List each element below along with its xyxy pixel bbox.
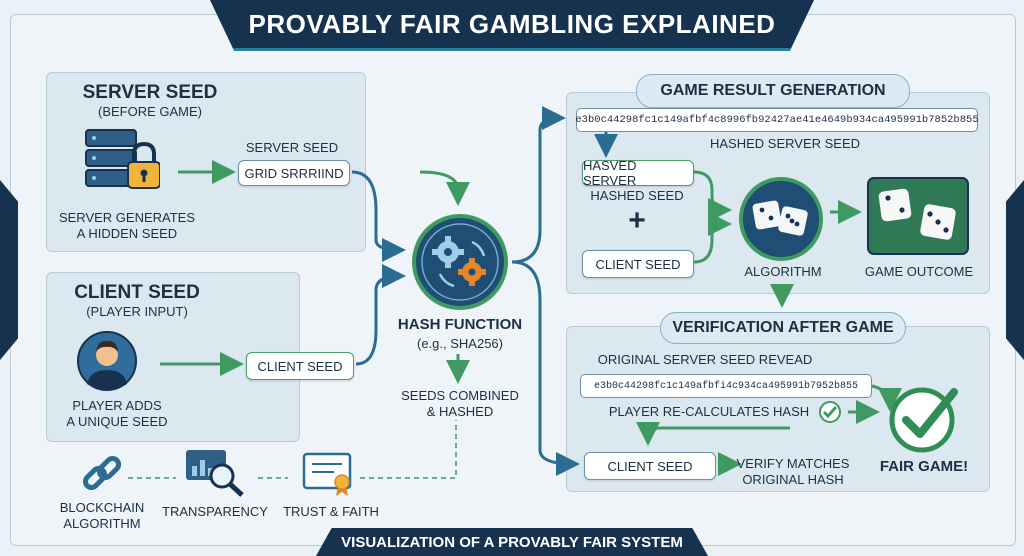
hashed-server-seed-value: e3b0c44298fc1c149afbf4c8996fb92427ae41e4… bbox=[575, 108, 979, 132]
fair-game-check-icon bbox=[888, 380, 964, 456]
client-seed-pill: CLIENT SEED bbox=[246, 352, 354, 380]
original-seed-revealed: ORIGINAL SERVER SEED REVEAD bbox=[597, 352, 813, 367]
seeds-combined-line1: SEEDS COMBINED bbox=[401, 388, 519, 403]
server-seed-subheading: (BEFORE GAME) bbox=[97, 104, 202, 119]
blockchain-label-line1: BLOCKCHAIN bbox=[59, 500, 145, 515]
game-outcome-label: GAME OUTCOME bbox=[864, 264, 974, 279]
blockchain-chain-icon bbox=[80, 452, 124, 496]
verify-matches-line2: ORIGINAL HASH bbox=[742, 472, 844, 487]
algorithm-dice-icon bbox=[738, 176, 824, 262]
verify-matches-line1: VERIFY MATCHES bbox=[736, 456, 850, 471]
footer-caption: VISUALIZATION OF A PROVABLY FAIR SYSTEM bbox=[316, 528, 708, 556]
player-avatar-icon bbox=[76, 330, 138, 392]
hashed-server-seed-caption: HASHED SERVER SEED bbox=[709, 136, 861, 151]
trust-faith-label: TRUST & FAITH bbox=[283, 504, 379, 519]
right-edge-decoration bbox=[1006, 180, 1024, 360]
server-lock-icon bbox=[84, 128, 161, 192]
client-seed-pill-verify: CLIENT SEED bbox=[584, 452, 716, 480]
server-caption-line1: SERVER GENERATES bbox=[58, 210, 196, 225]
server-seed-heading: SERVER SEED bbox=[82, 82, 218, 103]
recalc-check-icon bbox=[818, 400, 842, 424]
client-seed-subheading: (PLAYER INPUT) bbox=[86, 304, 188, 319]
client-caption-line1: PLAYER ADDS bbox=[72, 398, 162, 413]
hash-function-sub: (e.g., SHA256) bbox=[417, 336, 503, 351]
hash-function-label: HASH FUNCTION bbox=[397, 316, 523, 333]
client-caption-line2: A UNIQUE SEED bbox=[66, 414, 168, 429]
plus-sign: + bbox=[628, 204, 646, 237]
recalculates-hash-label: PLAYER RE-CALCULATES HASH bbox=[608, 404, 810, 419]
blockchain-label-line2: ALGORITHM bbox=[63, 516, 141, 531]
page-title: PROVABLY FAIR GAMBLING EXPLAINED bbox=[210, 0, 814, 51]
hash-function-gear-icon bbox=[410, 212, 510, 312]
revealed-seed-value: e3b0c44298fc1c149afbfi4c934ca495991b7952… bbox=[580, 374, 872, 398]
game-outcome-dice-icon bbox=[866, 176, 970, 256]
game-result-heading: GAME RESULT GENERATION bbox=[636, 74, 910, 108]
server-caption-line2: A HIDDEN SEED bbox=[76, 226, 178, 241]
algorithm-label: ALGORITHM bbox=[744, 264, 822, 279]
left-edge-decoration bbox=[0, 180, 18, 360]
fair-game-label: FAIR GAME! bbox=[879, 458, 969, 475]
trust-certificate-icon bbox=[302, 452, 356, 498]
client-seed-heading: CLIENT SEED bbox=[74, 282, 200, 303]
client-seed-pill-game: CLIENT SEED bbox=[582, 250, 694, 278]
transparency-label: TRANSPARENCY bbox=[162, 504, 268, 519]
hashed-server-pill: HASVED SERVER bbox=[582, 158, 694, 188]
server-seed-pill-label: SERVER SEED bbox=[245, 140, 339, 155]
transparency-magnifier-icon bbox=[184, 448, 246, 498]
hashed-seed-label: HASHED SEED bbox=[590, 188, 684, 203]
verification-heading: VERIFICATION AFTER GAME bbox=[660, 312, 906, 344]
seeds-combined-line2: & HASHED bbox=[426, 404, 494, 419]
server-seed-pill: GRID SRRRIIND bbox=[238, 160, 350, 186]
